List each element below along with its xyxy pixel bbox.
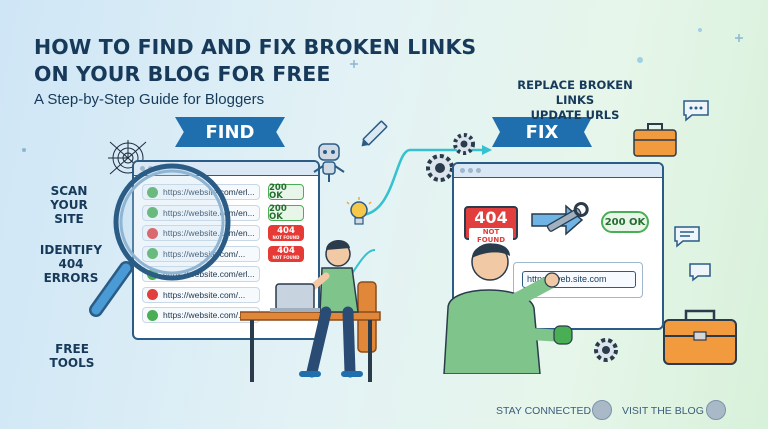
result-url: https://website.com/... [163,310,246,320]
error-404-badge: 404 NOT FOUND [464,206,518,244]
person-at-laptop-illustration [240,239,381,382]
wrench-arrow-icon [531,202,589,236]
scan-label-line2: YOUR SITE [50,198,88,226]
find-ribbon: FIND [175,117,285,147]
result-url: https://website.com/erl... [163,187,255,197]
result-url: https://website.com/... [163,289,246,300]
replace-links-line2: UPDATE URLS [530,108,620,122]
comment-icon [689,263,711,282]
error-text: NOT FOUND [469,228,513,244]
title-line-1: HOW TO FIND AND FIX BROKEN LINKS [34,35,477,59]
person-editing-illustration [443,243,573,374]
check-status-icon [147,186,158,198]
identify-label: IDENTIFY 404 ERRORS [36,243,106,285]
fix-ribbon: FIX [492,117,592,147]
stay-connected-label: STAY CONNECTED [496,405,592,417]
scan-result-row: https://website.com/en... [142,204,260,221]
status-200-badge: 200 OK [268,203,304,222]
identify-label-line1: IDENTIFY [39,243,103,257]
error-code: 404 [474,208,508,227]
magnifying-glass-icon [89,163,231,317]
scan-result-row: https://website.com/en... [142,225,260,241]
scan-result-row: https://website.com/... [142,286,260,303]
result-url: https://website.com/... [163,249,245,259]
toolbox-large-icon [663,309,737,365]
visit-blog-avatar[interactable] [706,400,726,420]
identify-label-line2: 404 ERRORS [43,257,99,285]
check-status-icon [147,309,158,321]
gear-icon [594,338,618,362]
badge-code: 404 [277,225,295,236]
badge-code: 200 OK [269,183,287,201]
visit-blog-link[interactable]: VISIT THE BLOG [622,405,704,417]
scan-label: SCAN YOUR SITE [34,184,104,226]
toolbox-icon [633,123,677,157]
error-status-icon [147,289,158,300]
result-url: https://website.com/en... [163,228,255,238]
title-line-2: ON YOUR BLOG FOR FREE [34,62,331,86]
free-tools-label: FREE TOOLS [49,342,95,370]
fix-ribbon-label: FIX [525,121,559,143]
badge-subtext: NOT FOUND [272,255,300,260]
page-subtitle: A Step-by-Step Guide for Bloggers [34,91,265,108]
robot-icon [313,143,345,182]
badge-code: 404 [277,246,295,256]
lightbulb-icon [346,197,372,225]
result-url: https://website.com/en... [163,208,255,218]
find-ribbon-label: FIND [205,121,255,143]
window-titlebar [454,164,662,178]
scan-result-row: https://website.com/erl... [142,184,260,200]
check-status-icon [147,248,158,259]
message-icon [674,226,700,248]
badge-subtext: NOT FOUND [272,234,300,240]
badge-code: 200 OK [269,203,287,222]
replace-links-line1: REPLACE BROKEN LINKS [517,78,633,107]
result-url: https://website.com/erl... [163,269,255,279]
scan-label-line1: SCAN [50,184,88,198]
page-title: HOW TO FIND AND FIX BROKEN LINKS ON YOUR… [34,34,554,88]
replace-links-label: REPLACE BROKEN LINKS UPDATE URLS [500,78,650,123]
stay-connected-avatar[interactable] [592,400,612,420]
chat-bubble-icon [683,100,709,122]
status-200-badge: 200 OK [268,184,304,200]
scan-result-row: https://website.com/... [142,307,260,323]
ok-200-badge: 200 OK [601,211,649,233]
check-status-icon [147,207,158,218]
pencil-icon [361,120,388,147]
error-status-icon [147,227,158,239]
scan-result-row: https://website.com/... [142,245,260,262]
